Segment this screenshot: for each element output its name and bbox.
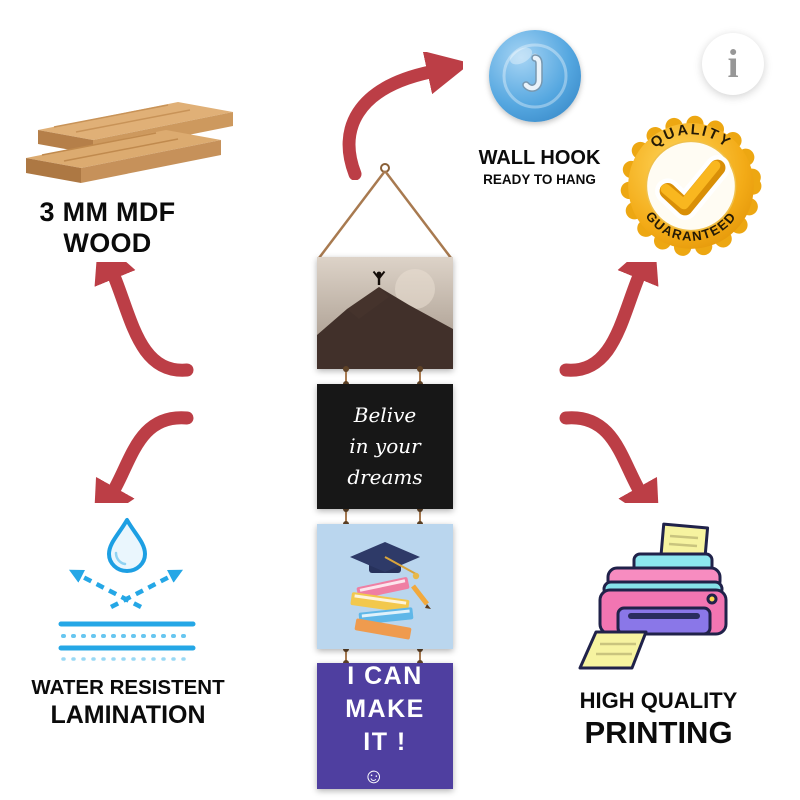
badge-text-top: QUALITY	[648, 122, 732, 151]
svg-text:QUALITY: QUALITY	[648, 122, 734, 151]
quote-line1: Belive	[353, 403, 417, 427]
hanging-rope-icon	[318, 163, 452, 259]
badge-text-bottom: GUARANTEED	[643, 209, 738, 244]
quote-line3: dreams	[347, 465, 423, 489]
rope-connector	[417, 506, 423, 527]
wall-hook-line1: WALL HOOK	[478, 147, 601, 169]
arrow-to-quality-badge	[559, 262, 659, 377]
printer-icon	[578, 522, 728, 670]
lamination-line1: WATER RESISTENT	[31, 676, 225, 699]
wall-hook-icon	[489, 30, 581, 122]
wall-hook-title: WALL HOOK READY TO HANG	[452, 147, 627, 188]
motto-line2: MAKE	[345, 695, 425, 723]
brand-logo: i	[702, 33, 764, 95]
checkmark-icon	[655, 155, 731, 220]
rope-connector	[343, 366, 349, 387]
panel-motto: I CAN MAKE IT !☺	[317, 662, 453, 792]
panel-quote: Belive in your dreams	[317, 384, 453, 509]
mdf-wood-planks-icon	[26, 102, 233, 183]
wall-hook-line2: READY TO HANG	[483, 172, 596, 188]
arrow-to-wall-hook	[342, 52, 463, 180]
mdf-wood-title: 3 MM MDF WOOD	[0, 197, 215, 260]
water-resistant-lamination-icon	[58, 518, 196, 661]
smiley-icon: ☺	[361, 763, 387, 790]
svg-text:GUARANTEED: GUARANTEED	[643, 209, 740, 244]
wall-hook-detail	[502, 43, 568, 109]
arrow-to-lamination	[93, 411, 194, 503]
motto-line1: I CAN	[347, 662, 423, 690]
brand-logo-letter: i	[727, 41, 739, 86]
arrow-to-mdf-wood	[94, 262, 194, 377]
motto-line3: IT !☺	[361, 726, 407, 792]
mdf-wood-line2: WOOD	[63, 228, 152, 259]
panel-graduation	[317, 524, 453, 649]
lamination-line2: LAMINATION	[50, 700, 206, 729]
printing-line1: HIGH QUALITY	[579, 688, 738, 713]
printing-title: HIGH QUALITY PRINTING	[556, 688, 761, 750]
mountain-photo-icon	[317, 257, 453, 369]
graduation-books-icon	[350, 542, 431, 640]
quote-line2: in your	[349, 434, 421, 458]
quality-guaranteed-badge: QUALITY GUARANTEED	[620, 115, 762, 257]
printing-line2: PRINTING	[584, 714, 733, 750]
arrow-to-printing	[559, 411, 660, 503]
panel-photo	[317, 257, 453, 369]
mdf-wood-line1: 3 MM MDF	[39, 197, 176, 227]
lamination-title: WATER RESISTENT LAMINATION	[8, 676, 248, 730]
rope-connector	[417, 366, 423, 387]
rope-connector	[343, 506, 349, 527]
